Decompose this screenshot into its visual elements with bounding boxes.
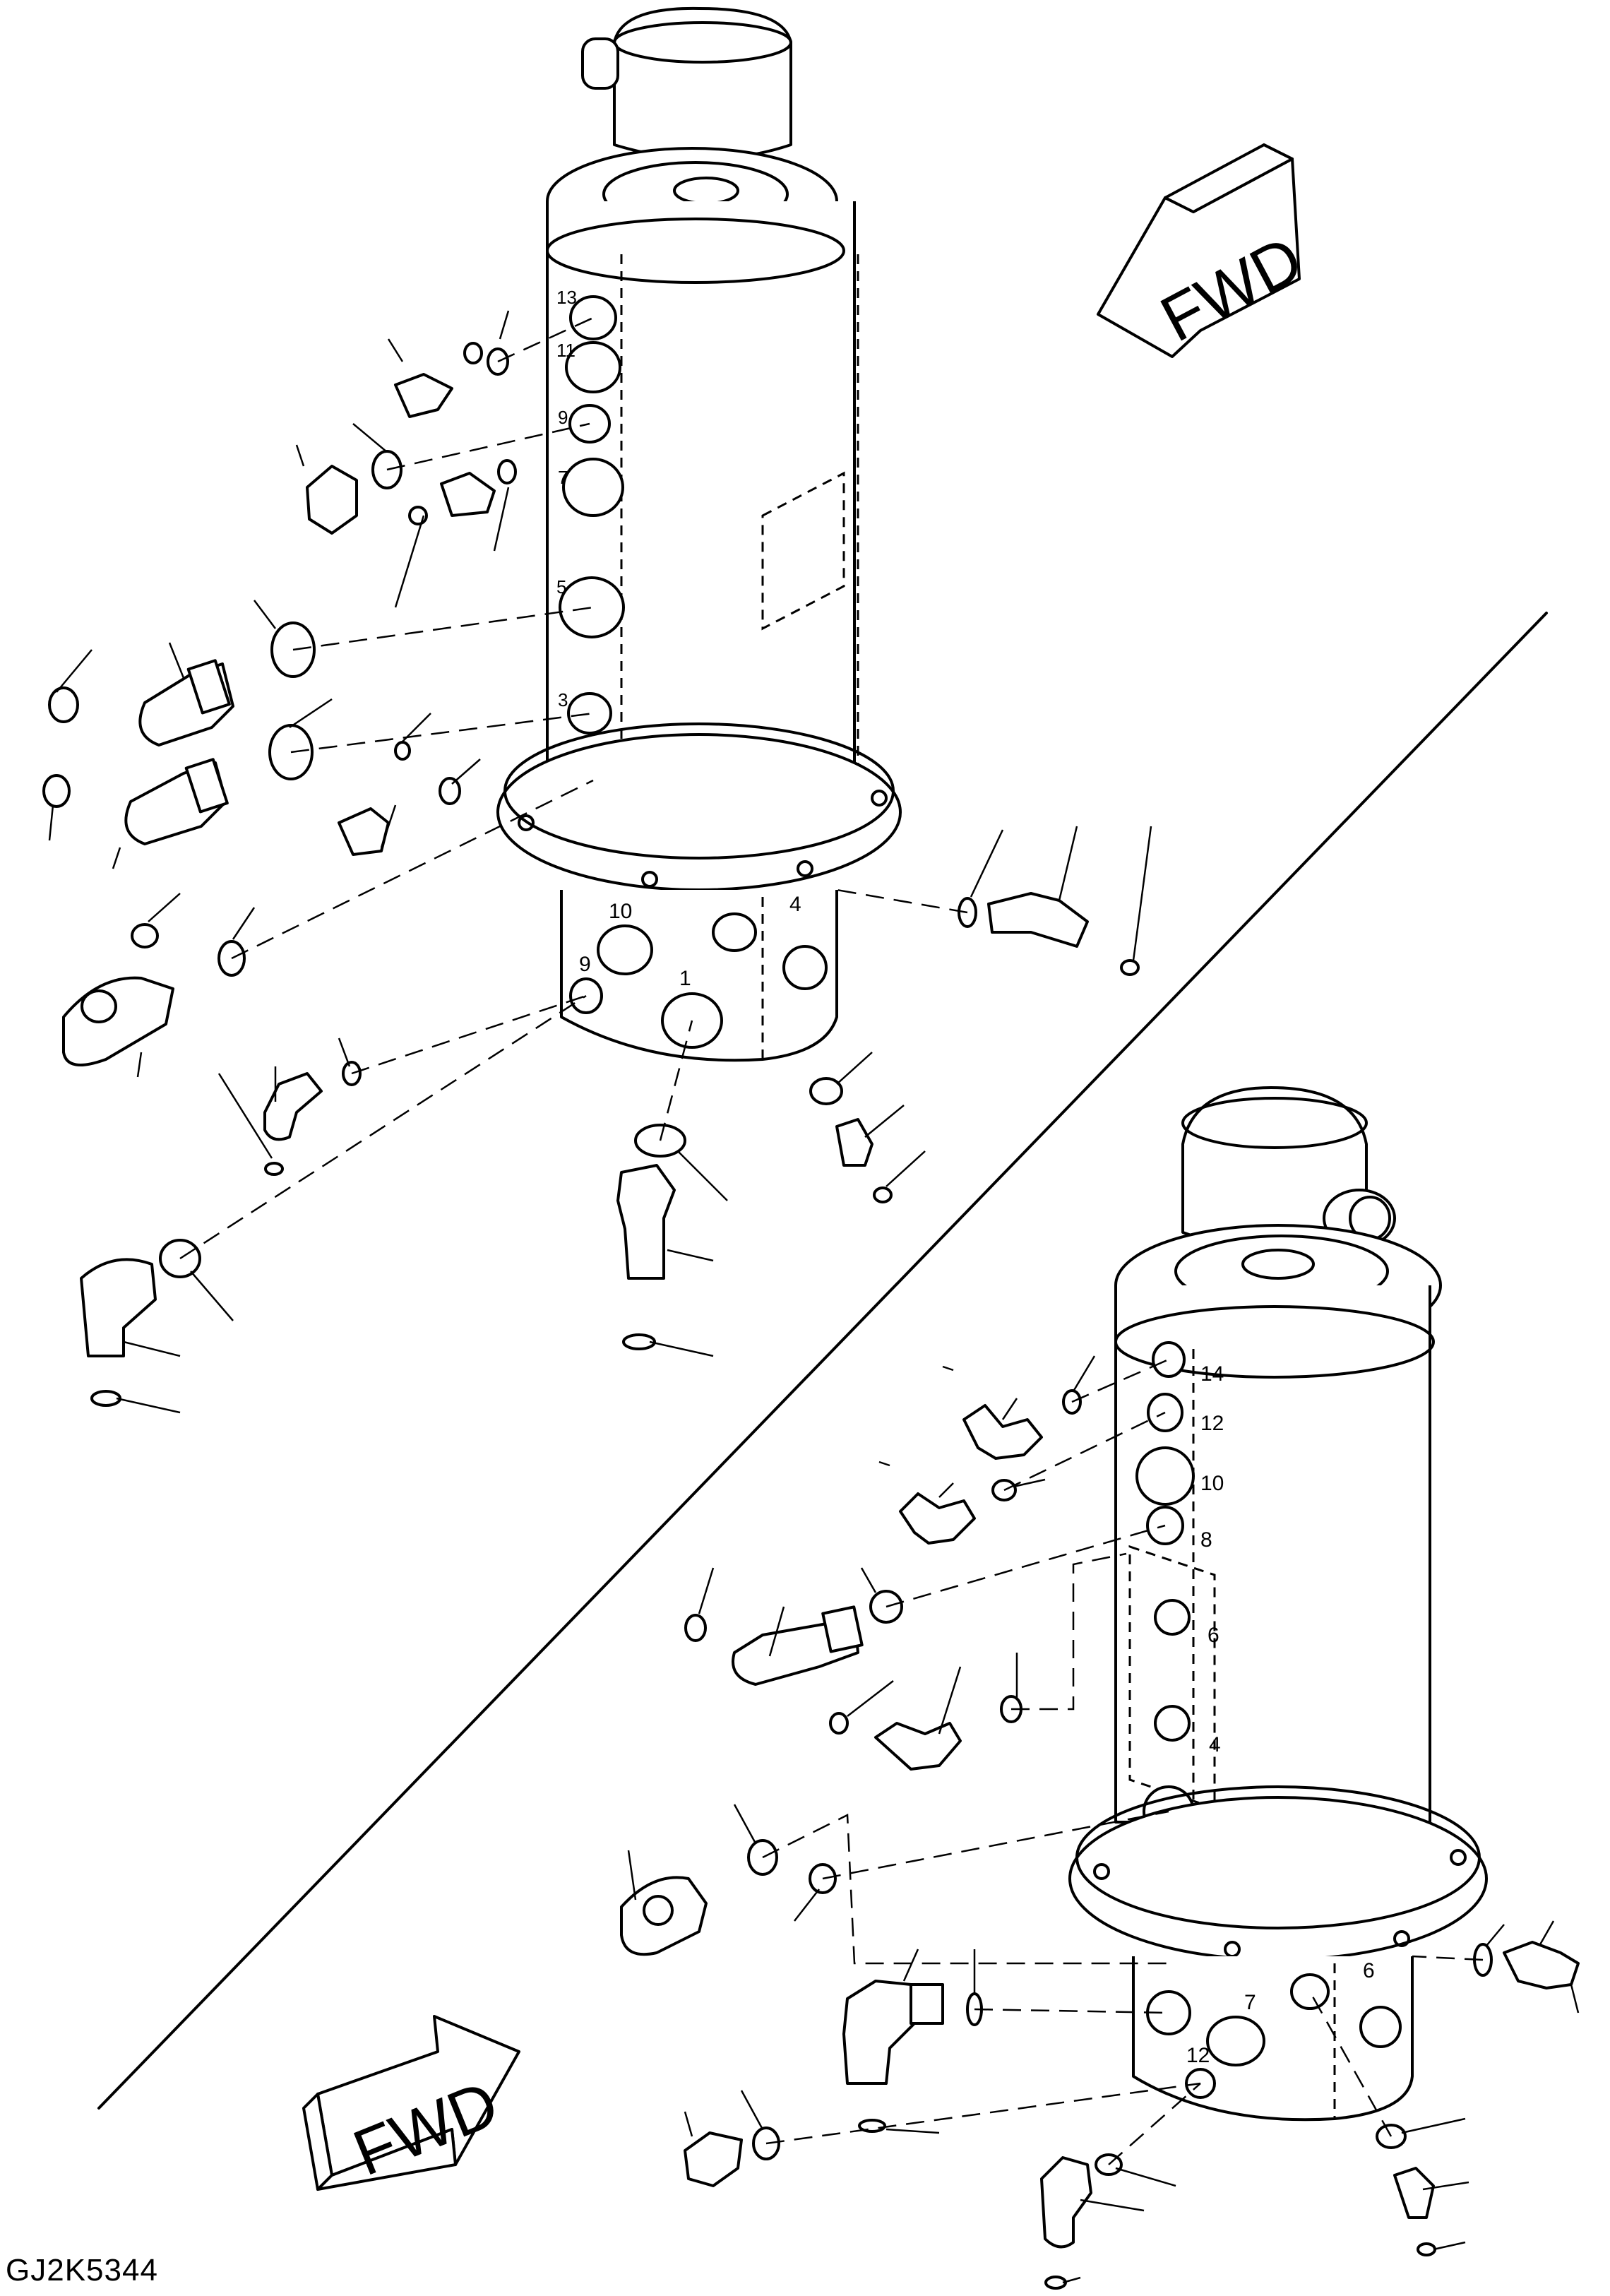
lower-port-10: 10 — [1200, 1472, 1224, 1495]
upper-port-7: 7 — [558, 467, 568, 488]
upper-base-port-9: 9 — [579, 953, 591, 976]
upper-base-port-1: 1 — [679, 967, 691, 990]
lower-port-6: 6 — [1208, 1624, 1220, 1647]
upper-base-port-10: 10 — [609, 900, 632, 923]
lower-base-port-12: 12 — [1186, 2044, 1210, 2067]
lower-fittings — [620, 1355, 1580, 2290]
upper-port-13: 13 — [556, 287, 577, 308]
fwd-arrow-lower: FWD — [302, 2015, 520, 2191]
lower-body-ports — [1135, 1341, 1195, 1838]
fwd-arrow-upper: FWD — [1097, 143, 1314, 358]
lower-base-port-7: 7 — [1244, 1991, 1256, 2014]
lower-swivel-joint: 14 12 10 8 6 4 2 7 6 12 — [1068, 1086, 1488, 2122]
lower-port-8: 8 — [1200, 1528, 1212, 1552]
upper-port-9: 9 — [558, 407, 568, 428]
upper-swivel-joint: 13 11 9 7 5 3 1 10 9 1 4 — [496, 6, 902, 1062]
lower-port-14: 14 — [1200, 1362, 1224, 1386]
lower-port-12: 12 — [1200, 1412, 1224, 1435]
lower-port-4: 4 — [1209, 1733, 1221, 1756]
upper-port-3: 3 — [558, 689, 568, 710]
separator-line — [97, 612, 1548, 2110]
upper-port-11: 11 — [556, 340, 576, 361]
upper-port-5: 5 — [556, 576, 566, 597]
upper-fittings — [42, 310, 1152, 1414]
upper-base-port-4: 4 — [789, 893, 801, 916]
figure-code: GJ2K5344 — [6, 2253, 158, 2288]
lower-base-port-6: 6 — [1363, 1959, 1375, 1982]
